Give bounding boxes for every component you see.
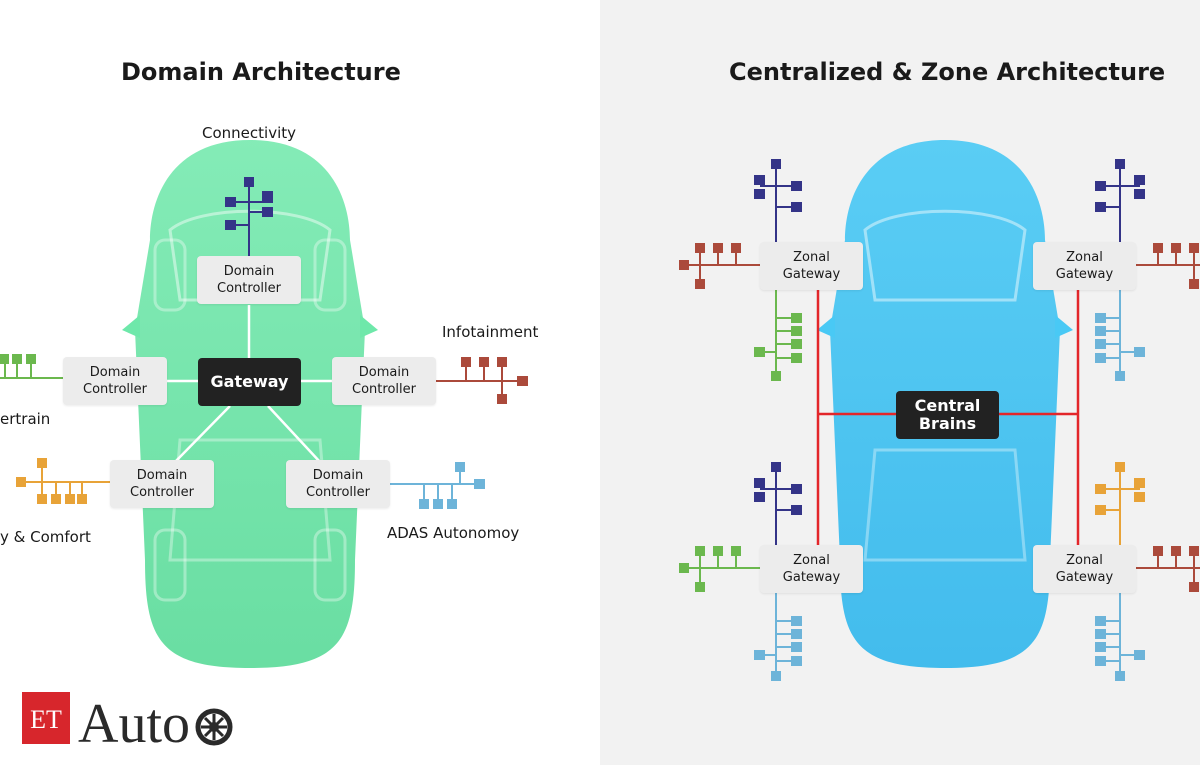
body-comfort-tree (16, 458, 110, 504)
adas-caption: ADAS Autonomoy (387, 524, 520, 542)
powertrain-tree (0, 354, 63, 379)
et-auto-logo: ET Auto (22, 690, 237, 748)
zone-tree-bottom-left-lightblue (754, 593, 802, 681)
zone-tree-bottom-left-navy (754, 462, 802, 545)
gateway-hub: Gateway (198, 358, 301, 406)
adas-tree (388, 462, 485, 509)
zone-tree-top-right-navy (1095, 159, 1145, 242)
zone-tree-top-left-green (754, 290, 802, 381)
infotainment-caption: Infotainment (442, 323, 539, 341)
zone-tree-top-right-brick (1136, 243, 1200, 289)
infotainment-tree (436, 357, 528, 404)
et-auto-logo-graphic: ET Auto (22, 692, 233, 748)
connectivity-tree (225, 177, 273, 256)
zone-diagram (679, 140, 1200, 681)
connectivity-caption: Connectivity (202, 124, 296, 142)
svg-text:ET: ET (30, 705, 62, 734)
zone-tree-top-left-brick (679, 243, 760, 289)
gateway-links (167, 305, 332, 463)
zone-tree-top-right-lightblue (1095, 290, 1145, 381)
svg-text:Auto: Auto (78, 693, 190, 748)
zone-tree-bottom-right-orange (1095, 462, 1145, 545)
zone-tree-bottom-right-brick (1136, 546, 1200, 592)
tire-icon (195, 708, 233, 746)
body-comfort-caption: y & Comfort (0, 528, 91, 546)
domain-architecture-panel: Domain Architecture Connectivity Infotai… (0, 58, 539, 748)
powertrain-caption: ertrain (0, 410, 51, 428)
domain-architecture-title: Domain Architecture (121, 58, 401, 86)
zone-tree-bottom-right-lightblue (1095, 593, 1145, 681)
zone-tree-bottom-left-green (679, 546, 760, 592)
zone-tree-top-left-navy (754, 159, 802, 242)
zone-architecture-title: Centralized & Zone Architecture (729, 58, 1166, 86)
